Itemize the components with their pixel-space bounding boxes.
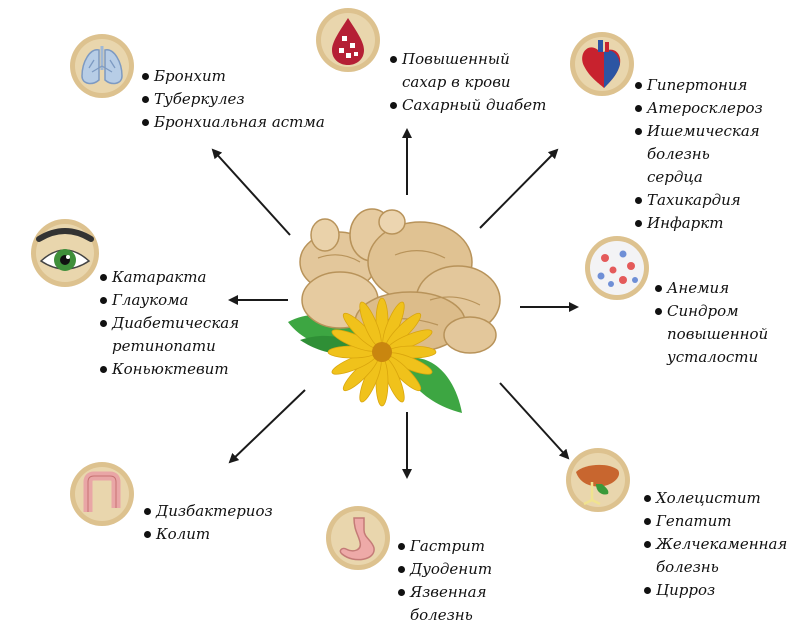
eye-icon — [31, 219, 99, 287]
liver-condition-list: Холецистит Гепатит Желчекаменная болезнь… — [643, 487, 791, 602]
blood-cells-condition-item: Анемия — [654, 277, 767, 300]
eye-condition-item: Катаракта — [99, 266, 232, 289]
lungs-condition-item: Бронхит — [141, 65, 325, 88]
blood-drop-icon — [316, 8, 380, 72]
blood-conditions: Повышенный сахар в крови Сахарный диабет — [389, 48, 546, 117]
liver-icon — [566, 448, 630, 512]
flower-illustration — [327, 297, 437, 407]
intestine-condition-item: Колит — [143, 523, 273, 546]
intestine-condition-list: Дизбактериоз Колит — [143, 500, 273, 546]
blood-cells-condition-list: Анемия Синдром повышенной усталости — [654, 277, 768, 369]
heart-condition-list: Гипертония Атеросклероз Ишемическая боле… — [634, 74, 767, 235]
arrow-to-liver — [499, 382, 570, 460]
eye-condition-list: Катаракта Глаукома Диабетическая ретиноп… — [99, 266, 239, 381]
heart-condition-item: Тахикардия — [634, 189, 767, 212]
blood-condition-list: Повышенный сахар в крови Сахарный диабет — [389, 48, 546, 117]
lungs-condition-item: Туберкулез — [141, 88, 325, 111]
liver-condition-item: Желчекаменная болезнь — [643, 533, 791, 579]
blood-condition-item: Сахарный диабет — [389, 94, 546, 117]
stomach-icon — [326, 506, 390, 570]
blood-condition-item: Повышенный сахар в крови — [389, 48, 546, 94]
liver-condition-item: Холецистит — [643, 487, 791, 510]
eye-condition-item: Коньюктевит — [99, 358, 232, 381]
eye-condition-item: Диабетическая ретинопати — [99, 312, 239, 358]
heart-icon — [570, 32, 634, 96]
liver-condition-item: Цирроз — [643, 579, 791, 602]
intestine-conditions: Дизбактериоз Колит — [143, 500, 273, 546]
liver-conditions: Холецистит Гепатит Желчекаменная болезнь… — [643, 487, 791, 602]
intestine-icon — [70, 462, 134, 526]
liver-condition-item: Гепатит — [643, 510, 791, 533]
blood-cells-condition-item: Синдром повышенной усталости — [654, 300, 768, 369]
lungs-icon — [70, 34, 134, 98]
blood-cells-icon — [585, 236, 649, 300]
stomach-condition-item: Язвенная болезнь — [397, 581, 492, 627]
stomach-condition-item: Дуоденит — [397, 558, 492, 581]
lungs-condition-item: Бронхиальная астма — [141, 111, 325, 134]
lungs-condition-list: Бронхит Туберкулез Бронхиальная астма — [141, 65, 325, 134]
ginger-flower-illustration — [288, 208, 501, 413]
eye-conditions: Катаракта Глаукома Диабетическая ретиноп… — [99, 266, 239, 381]
heart-condition-item: Гипертония — [634, 74, 767, 97]
flower-center — [372, 342, 392, 362]
heart-condition-item: Ишемическая болезнь сердца — [634, 120, 767, 189]
arrow-to-intestine — [228, 389, 306, 464]
heart-condition-item: Инфаркт — [634, 212, 767, 235]
blood-cells-conditions: Анемия Синдром повышенной усталости — [654, 277, 768, 369]
stomach-condition-item: Гастрит — [397, 535, 492, 558]
intestine-condition-item: Дизбактериоз — [143, 500, 273, 523]
stomach-condition-list: Гастрит Дуоденит Язвенная болезнь — [397, 535, 492, 627]
heart-conditions: Гипертония Атеросклероз Ишемическая боле… — [634, 74, 767, 235]
heart-condition-item: Атеросклероз — [634, 97, 767, 120]
eye-condition-item: Глаукома — [99, 289, 232, 312]
arrow-to-lungs — [211, 148, 291, 236]
arrow-to-heart — [479, 148, 559, 229]
lungs-conditions: Бронхит Туберкулез Бронхиальная астма — [141, 65, 325, 134]
stomach-conditions: Гастрит Дуоденит Язвенная болезнь — [397, 535, 492, 627]
